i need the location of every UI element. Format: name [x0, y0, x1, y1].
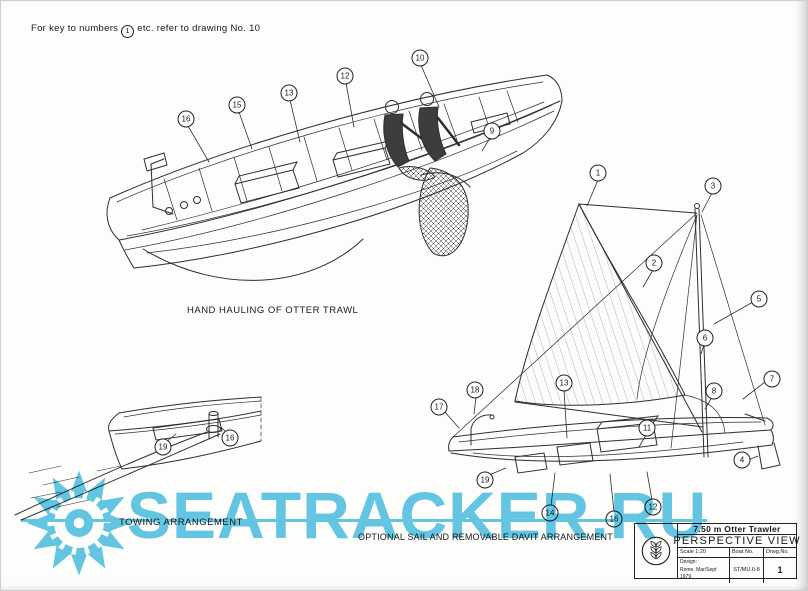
design-cell: Design: Rome, Mar/Sept 1979 [678, 558, 730, 583]
title-block-values-row: Design: Rome, Mar/Sept 1979 ST/MU.II-8 1 [678, 558, 796, 583]
callout-15: 15 [228, 96, 246, 114]
callout-17: 17 [430, 398, 448, 416]
title-block-labels-row: Scale 1:20 Boat No. Drwg.No. [678, 548, 796, 558]
callout-14: 14 [541, 504, 559, 522]
callout-2: 2 [645, 254, 663, 272]
key-note-suffix: etc. refer to drawing No. 10 [137, 23, 261, 34]
fao-logo [635, 524, 678, 578]
callout-10: 10 [411, 49, 429, 67]
callout-1: 1 [589, 164, 607, 182]
title-block: 7.50 m Otter Trawler PERSPECTIVE VIEW Sc… [634, 523, 801, 583]
place-date: Rome, Mar/Sept 1979 [680, 566, 717, 581]
drawing-code: ST/MU.II-8 [730, 558, 764, 583]
callout-19: 19 [476, 471, 494, 489]
callout-9: 9 [483, 122, 501, 140]
fao-emblem-icon [641, 536, 671, 566]
callout-11: 11 [638, 419, 656, 437]
callout-16: 16 [605, 510, 623, 528]
callout-3: 3 [704, 177, 722, 195]
hauling-view-art [106, 64, 563, 281]
caption-hand-hauling: HAND HAULING OF OTTER TRAWL [187, 305, 359, 316]
callout-12: 12 [336, 67, 354, 85]
callout-13: 13 [555, 374, 573, 392]
callout-12: 12 [644, 498, 662, 516]
callout-16: 16 [221, 429, 239, 447]
sail-view-art [443, 179, 781, 513]
callout-13: 13 [280, 84, 298, 102]
scale-label: Scale 1:20 [678, 548, 730, 557]
title-block-fields: 7.50 m Otter Trawler PERSPECTIVE VIEW Sc… [673, 524, 801, 583]
callout-6: 6 [696, 329, 714, 347]
sheet-number: 1 [777, 565, 783, 576]
boat-model: 7.50 m Otter Trawler [678, 524, 796, 535]
boat-no-label: Boat No. [730, 548, 764, 557]
caption-sail-davit: OPTIONAL SAIL AND REMOVABLE DAVIT ARRANG… [358, 532, 613, 542]
callout-8: 8 [705, 382, 723, 400]
callout-7: 7 [763, 370, 781, 388]
key-note-prefix: For key to numbers [31, 23, 119, 34]
callout-16: 16 [177, 110, 195, 128]
design-label: Design: [680, 559, 697, 565]
circled-number-icon: 1 [121, 25, 135, 38]
callout-5: 5 [750, 290, 768, 308]
drwg-no-label: Drwg.No. [766, 549, 789, 555]
callout-4: 4 [733, 451, 751, 469]
towing-view-art [14, 396, 262, 521]
view-title: PERSPECTIVE VIEW [673, 535, 801, 548]
callout-19: 19 [154, 438, 172, 456]
caption-towing: TOWING ARRANGEMENT [119, 517, 243, 528]
callout-18: 18 [466, 381, 484, 399]
